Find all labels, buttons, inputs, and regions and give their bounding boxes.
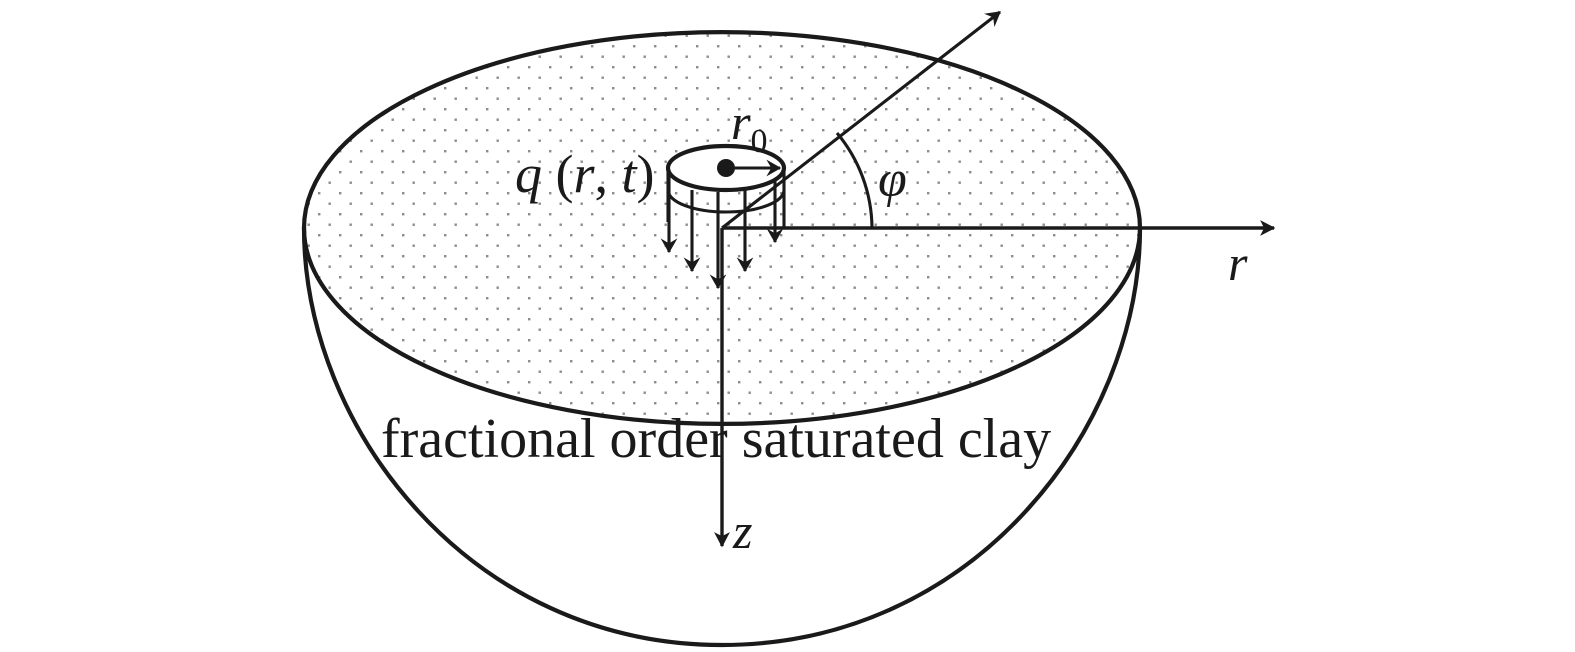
- flux-arrow-group: [660, 176, 784, 290]
- well-radius-symbol: r: [731, 94, 751, 150]
- oblique-ray: [721, 10, 1001, 230]
- well-bottom-rim: [666, 189, 786, 214]
- surface-back-rim: [301, 29, 1143, 231]
- phi-angle-label: φ: [878, 151, 907, 208]
- flux-symbol: q: [515, 144, 542, 204]
- flux-label: q (r, t): [515, 144, 655, 204]
- radial-axis-label: r: [1228, 235, 1248, 291]
- phi-angle-arc: [835, 132, 874, 229]
- flux-comma: ,: [595, 144, 622, 204]
- oblique-ray-group: [721, 10, 1001, 230]
- well-radius-group: [717, 159, 782, 177]
- well-radius-subscript: 0: [750, 123, 767, 160]
- flux-arg-r: r: [573, 144, 595, 204]
- material-label: fractional order saturated clay: [381, 408, 1051, 470]
- label-group: q (r, t) r0 φ r z fractional order satur…: [381, 94, 1248, 559]
- flux-arg-t: t: [622, 144, 639, 204]
- flux-open-paren: (: [542, 144, 573, 204]
- depth-axis-label: z: [732, 503, 752, 559]
- angle-arc-group: [835, 132, 874, 229]
- hemisphere-outer-curve: [301, 225, 1143, 648]
- well-radius-label: r0: [731, 94, 767, 160]
- flux-close-paren: ): [637, 144, 655, 204]
